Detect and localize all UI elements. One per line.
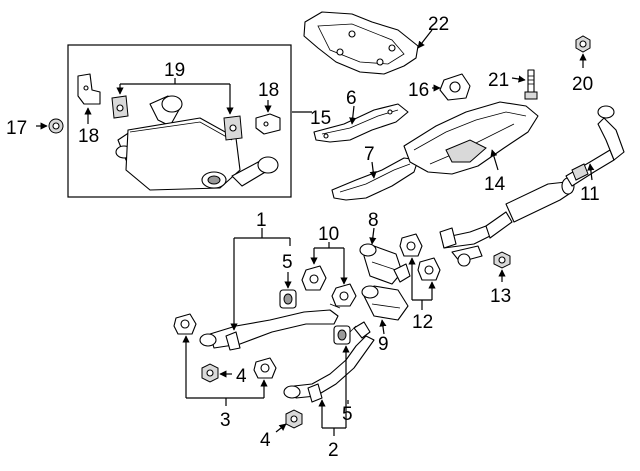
gasket-10-left [301,265,327,291]
hanger-19-left [111,95,129,119]
callout-4-lower: 4 [260,430,271,451]
callout-9: 9 [378,334,389,355]
catalytic-converter-9 [347,285,409,339]
callout-11: 11 [580,184,600,205]
callout-8: 8 [368,210,379,231]
callout-21: 21 [488,70,509,91]
gasket-5-upper [279,289,297,309]
gasket-3-right [253,357,277,379]
nut-4-lower [285,409,303,429]
gasket-3-left [173,313,197,335]
front-pipe-1 [199,303,341,351]
heat-shield-7 [331,157,419,201]
rear-muffler-15 [115,95,279,191]
callout-13: 13 [490,286,511,307]
callout-18-right: 18 [258,80,279,101]
callout-20: 20 [572,74,593,95]
nut-20 [575,35,591,53]
heat-shield-14 [403,101,539,175]
leader-lines [36,29,595,436]
heat-shield-plate-22 [303,11,419,75]
gasket-5-lower [333,325,351,345]
callout-3: 3 [220,410,231,431]
callout-17: 17 [6,118,27,139]
callout-12: 12 [412,312,433,333]
catalytic-converter-8 [359,243,411,285]
callout-10: 10 [318,224,339,245]
nut-13 [493,251,511,269]
callout-6: 6 [346,88,357,109]
callout-labels: 22 20 21 16 17 15 19 18 18 6 7 14 11 13 … [6,14,600,461]
center-pipe-11 [439,105,625,267]
callout-15: 15 [310,108,331,129]
callout-5-lower: 5 [342,404,353,425]
callout-22: 22 [428,14,449,35]
gasket-12-lower [417,257,441,281]
callout-16: 16 [408,80,429,101]
callout-1: 1 [256,210,267,231]
hanger-19-right [223,115,243,141]
nut-4-upper [201,363,219,383]
callout-18-left: 18 [78,126,99,147]
gasket-16 [439,73,471,101]
bracket-18-left [77,73,101,105]
callout-5-upper: 5 [282,252,293,273]
callout-7: 7 [364,144,375,165]
callout-19: 19 [164,60,185,81]
bolt-21 [524,69,538,100]
callout-2: 2 [328,440,339,461]
gasket-10-right [331,283,357,307]
grommet-17 [48,118,64,134]
callout-14: 14 [484,174,506,195]
bracket-18-right [255,113,281,135]
muffler-assembly-box [67,44,292,198]
callout-4-upper: 4 [236,366,247,387]
gasket-12-upper [399,233,423,257]
heat-shield-6 [313,103,409,143]
front-pipe-2 [283,335,375,403]
